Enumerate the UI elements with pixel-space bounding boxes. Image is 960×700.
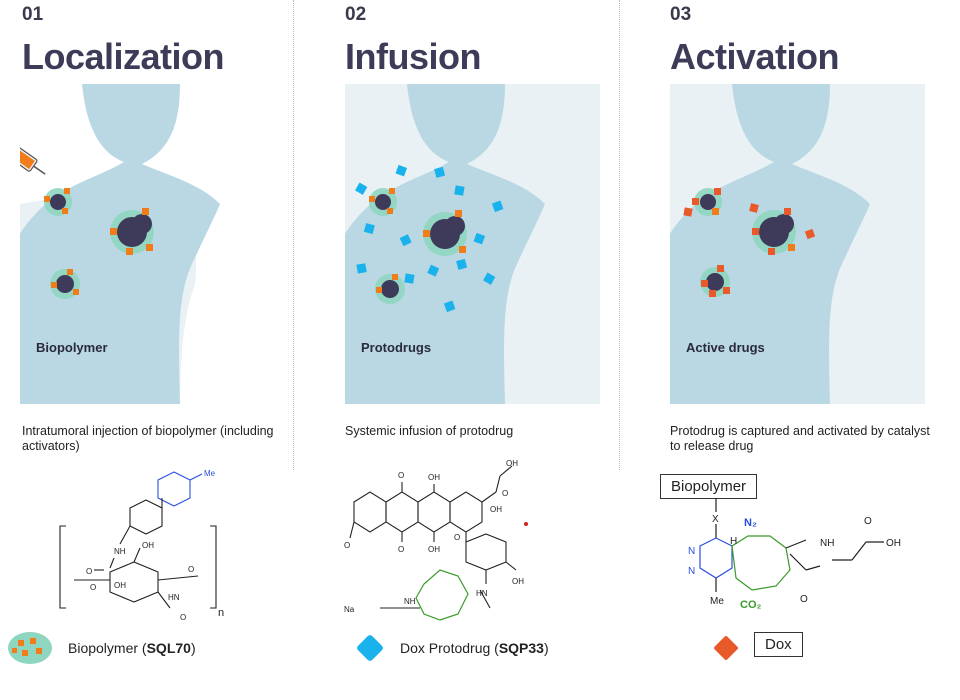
atom-label: OH	[428, 545, 440, 554]
atom-label: OH	[506, 459, 518, 468]
panel-activation: Active drugs	[670, 84, 925, 404]
column-divider	[619, 0, 620, 470]
biopolymer-structure: Me NH O OH O OH O HN O n	[59, 469, 224, 622]
legend-label: Dox Protodrug (SQP33)	[400, 640, 549, 656]
atom-label: NH	[114, 547, 126, 556]
step-activation: 03 Activation	[670, 0, 960, 700]
atom-label: N	[688, 546, 695, 557]
panel-label: Biopolymer	[36, 340, 108, 355]
biopolymer-label-box: Biopolymer	[660, 474, 758, 499]
atom-label: X	[712, 514, 719, 525]
body-silhouette-illustration	[345, 84, 545, 404]
carbon-dioxide-label: CO₂	[740, 599, 762, 611]
sodium-label: Na	[344, 605, 355, 614]
dox-protodrug-structure: O OH O OH O OH OH O O OH HN NH Na	[344, 459, 528, 621]
legend-biopolymer: Biopolymer (SQL70)	[6, 630, 276, 666]
atom-label: N	[688, 566, 695, 577]
atom-label: HN	[476, 589, 488, 598]
body-silhouette-illustration	[670, 84, 870, 404]
step-title: Localization	[22, 36, 225, 77]
syringe-icon	[20, 134, 46, 175]
activated-cluster	[692, 188, 722, 216]
step-title: Infusion	[345, 36, 481, 77]
methyl-label: Me	[710, 596, 724, 607]
biopolymer-cluster	[369, 188, 397, 216]
atom-label: O	[502, 489, 508, 498]
step-localization: 01 Localization	[22, 0, 322, 700]
atom-label: O	[180, 613, 186, 622]
step-number: 01	[22, 4, 44, 25]
panel-label: Active drugs	[686, 340, 765, 355]
panel-infusion: Protodrugs	[345, 84, 600, 404]
atom-label: NH	[820, 538, 834, 549]
activated-cluster	[752, 208, 796, 255]
biopolymer-cluster	[44, 188, 72, 216]
panel-label: Protodrugs	[361, 340, 432, 355]
biopolymer-cluster	[50, 269, 80, 299]
atom-label: O	[90, 583, 96, 592]
atom-label: O	[86, 567, 92, 576]
biopolymer-cluster	[375, 274, 405, 304]
legend-protodrug: Dox Protodrug (SQP33)	[352, 630, 612, 666]
atom-label: O	[344, 541, 350, 550]
step-title: Activation	[670, 36, 840, 77]
atom-label: OH	[512, 577, 524, 586]
methyl-label: Me	[204, 469, 216, 478]
atom-label: O	[864, 516, 872, 527]
step-description: Protodrug is captured and activated by c…	[670, 424, 930, 453]
step-description: Systemic infusion of protodrug	[345, 424, 514, 438]
step-number: 03	[670, 4, 692, 25]
atom-label: OH	[490, 505, 502, 514]
biopolymer-cluster	[110, 208, 154, 255]
atom-label: O	[454, 533, 460, 542]
dox-label-box: Dox	[754, 632, 803, 657]
atom-label: H	[730, 536, 737, 547]
activated-cluster	[700, 265, 730, 297]
atom-label: OH	[886, 538, 901, 549]
atom-label: O	[398, 545, 404, 554]
step-infusion: 02 Infusion	[345, 0, 645, 700]
nitrogen-gas-label: N₂	[744, 517, 757, 529]
panel-localization: Biopolymer	[20, 84, 275, 404]
biopolymer-cluster	[423, 210, 467, 256]
step-number: 02	[345, 4, 367, 25]
released-dox-particles	[683, 203, 816, 240]
atom-label: OH	[428, 473, 440, 482]
atom-label: OH	[142, 541, 154, 550]
atom-label: O	[188, 565, 194, 574]
legend-dox: Dox	[708, 630, 838, 666]
biopolymer-legend-icon	[8, 632, 52, 664]
step-description: Intratumoral injection of biopolymer (in…	[22, 424, 274, 453]
activation-structure: X N₂ H N N Me CO₂ O NH O OH	[688, 498, 901, 611]
protodrug-legend-icon	[357, 635, 383, 661]
atom-label: O	[398, 471, 404, 480]
marker-dot	[524, 522, 528, 526]
body-silhouette-illustration	[20, 84, 275, 404]
atom-label: NH	[404, 597, 416, 606]
dox-legend-icon	[714, 636, 738, 660]
column-divider	[293, 0, 294, 470]
protodrug-particles	[355, 164, 504, 313]
legend-label: Biopolymer (SQL70)	[68, 640, 196, 656]
atom-label: O	[800, 594, 808, 605]
repeat-unit-subscript: n	[218, 607, 224, 619]
atom-label: HN	[168, 593, 180, 602]
atom-label: OH	[114, 581, 126, 590]
